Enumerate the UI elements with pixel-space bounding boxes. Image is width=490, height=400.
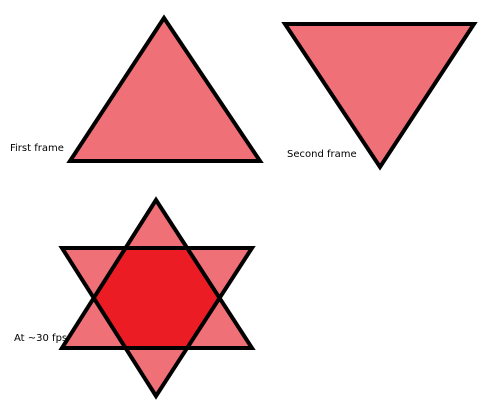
hexagram-group [58, 196, 256, 400]
second-frame-triangle [281, 22, 478, 171]
hexagram-up-triangle-outline [58, 196, 256, 350]
thirty-fps-label: At ~30 fps [14, 333, 68, 344]
first-frame-label: First frame [10, 143, 64, 154]
second-frame-label: Second frame [287, 149, 357, 160]
hexagram-overlap-hexagon [94, 248, 220, 348]
first-frame-triangle [66, 14, 264, 163]
hexagram-down-triangle-outline [58, 246, 256, 400]
